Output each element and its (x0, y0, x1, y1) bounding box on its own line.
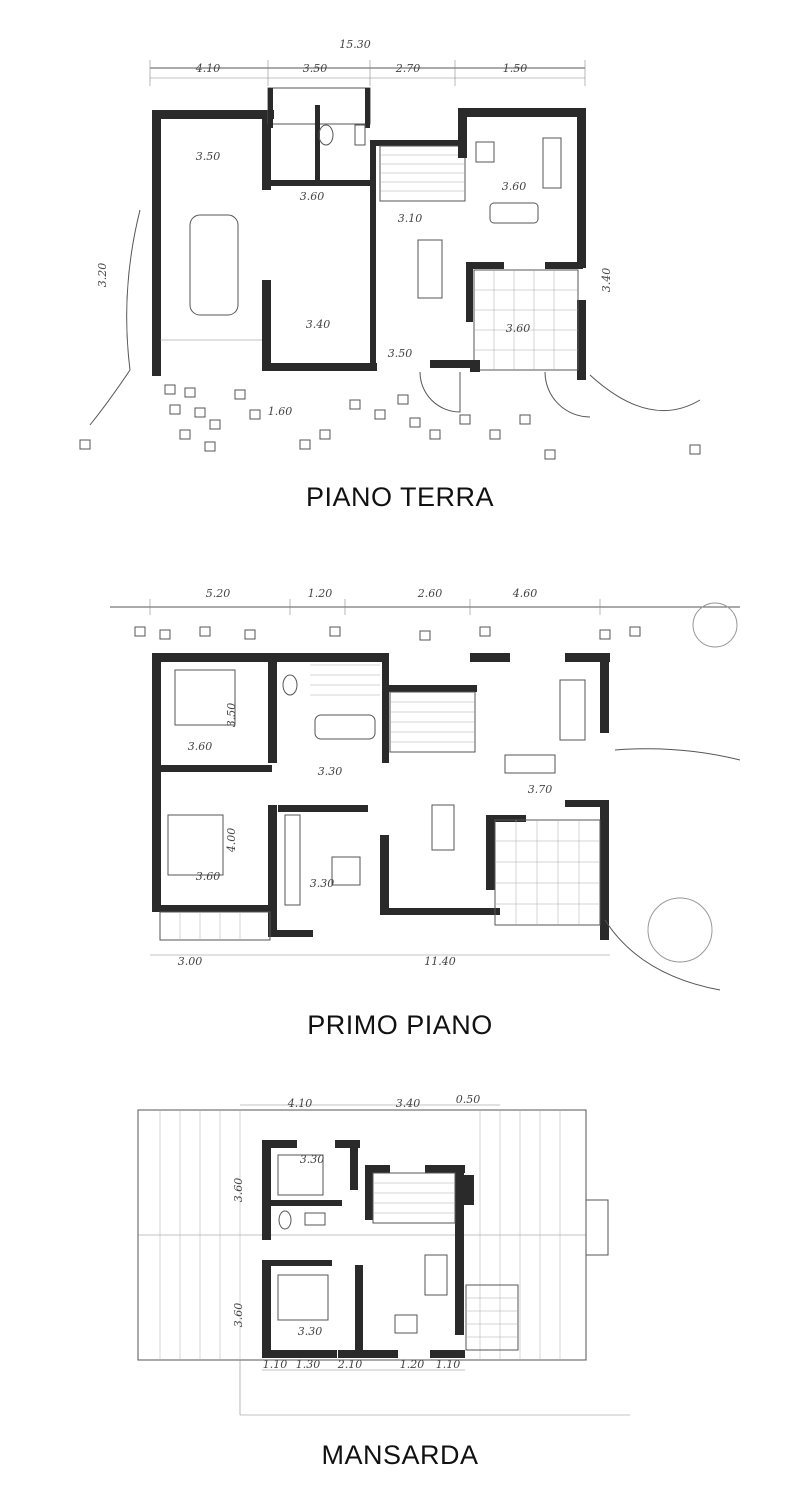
dining-table (417, 239, 443, 299)
cabinet-symbol (542, 137, 562, 189)
dim-b2: 1.30 (296, 1358, 321, 1371)
dim-bottom-r: 11.40 (424, 955, 456, 968)
dim-seg4: 1.50 (503, 62, 528, 75)
dim-room-c: 3.40 (306, 318, 331, 331)
f1-west-wall (152, 653, 161, 911)
terrace-tiles (159, 819, 601, 941)
dim-seg2: 3.50 (303, 62, 328, 75)
attic-terrace (465, 1284, 519, 1351)
dim-side-r: 3.40 (600, 268, 613, 293)
kitchen-table (331, 856, 361, 886)
dim-bed2: 3.60 (196, 870, 221, 883)
attic-sofa (424, 1254, 448, 1296)
dim-room1-h: 3.60 (232, 1178, 245, 1203)
south-wall (262, 363, 377, 371)
garden-path-f1 (614, 748, 741, 761)
dim-garage: 3.50 (196, 150, 221, 163)
attic-table (394, 1314, 418, 1334)
tree-symbol-2 (647, 897, 713, 963)
dim-bed1: 3.60 (188, 740, 213, 753)
sofa-f1-b (504, 754, 556, 774)
dim-walk: 1.60 (268, 405, 293, 418)
dim-bed2-h: 4.00 (225, 828, 238, 854)
dim-f1-seg1: 5.20 (206, 587, 231, 600)
attic-bed-1 (277, 1154, 324, 1196)
garage-west-wall (152, 110, 161, 376)
dim-room2: 3.30 (298, 1325, 323, 1338)
tree-symbol (692, 602, 738, 648)
dim-seg1: 4.10 (195, 62, 221, 75)
kitchen-counter (284, 814, 301, 906)
chimney (460, 1175, 474, 1205)
garden-path (589, 374, 701, 412)
entry-door-swing (419, 371, 461, 413)
dim-patio: 3.60 (506, 322, 531, 335)
dim-b4: 1.20 (400, 1358, 425, 1371)
attic-staircase (372, 1172, 456, 1224)
sink-symbol (354, 124, 366, 146)
wc-symbol (318, 124, 334, 146)
dim-room-b: 3.10 (398, 212, 423, 225)
garage-north-wall (152, 110, 274, 119)
sofa-f1 (559, 679, 586, 741)
bathroom-south-wall (268, 180, 370, 186)
roof-hatching (159, 1110, 561, 1360)
dim-f1-seg2: 1.20 (308, 587, 333, 600)
dim-b3: 2.10 (337, 1358, 363, 1371)
dim-b5: 1.10 (436, 1358, 461, 1371)
dim-hall: 3.30 (318, 765, 343, 778)
staircase-f1 (389, 691, 476, 753)
fireplace-symbol (475, 141, 495, 163)
dim-kitchen: 3.30 (310, 877, 335, 890)
garage-east-wall (262, 110, 271, 190)
car-symbol (189, 214, 239, 316)
dining-table-f1 (431, 804, 455, 851)
dim-top3: 0.50 (456, 1093, 481, 1106)
living-north-wall (458, 108, 586, 117)
garage-east-wall-low (262, 280, 271, 346)
dim-overall: 15.30 (339, 38, 371, 51)
attic-sink (304, 1212, 326, 1226)
dim-room-e: 3.50 (388, 347, 413, 360)
dim-f1-seg4: 4.60 (512, 587, 538, 600)
attic-caption: MANSARDA (321, 1440, 479, 1470)
paving-stones (79, 384, 701, 460)
first-floor-drawing: 5.20 1.20 2.60 4.60 3.60 3.50 3.30 3.60 … (110, 587, 741, 991)
bathtub-symbol (314, 714, 376, 740)
dim-b1: 1.10 (263, 1358, 288, 1371)
dim-side-h: 3.20 (96, 263, 109, 288)
dim-f1-seg3: 2.60 (417, 587, 443, 600)
ground-floor-drawing: 15.30 4.10 3.50 2.70 1.50 3.50 3.60 3.10… (79, 38, 701, 460)
dim-living: 3.70 (528, 783, 553, 796)
dormer-balcony (585, 1199, 609, 1256)
dim-bed1-h: 3.50 (225, 703, 238, 728)
attic-wc (278, 1210, 292, 1230)
dim-room2-h: 3.60 (232, 1303, 245, 1328)
dim-room-d: 3.60 (502, 180, 527, 193)
patio-tiles (473, 269, 579, 371)
dim-room-a: 3.60 (300, 190, 325, 203)
attic-west-wall (262, 1140, 271, 1240)
sofa-symbol (489, 202, 539, 224)
attic-bed-2 (277, 1274, 329, 1321)
bed-2-symbol (167, 814, 224, 876)
attic-drawing: 4.10 3.40 0.50 3.30 3.60 3.30 3.60 (137, 1093, 630, 1416)
staircase (379, 145, 466, 202)
dim-room1: 3.30 (300, 1153, 325, 1166)
dim-seg3: 2.70 (395, 62, 421, 75)
first-floor-caption: PRIMO PIANO (307, 1010, 493, 1040)
dim-top1: 4.10 (287, 1097, 313, 1110)
bed-1-symbol (174, 669, 236, 726)
dim-top2: 3.40 (396, 1097, 421, 1110)
ground-floor-caption: PIANO TERRA (305, 482, 495, 512)
ground-floor-plan: 15.30 4.10 3.50 2.70 1.50 3.50 3.60 3.10… (0, 30, 800, 480)
wc-symbol-f1 (282, 674, 298, 696)
first-floor-plan: 5.20 1.20 2.60 4.60 3.60 3.50 3.30 3.60 … (0, 575, 800, 1005)
attic-plan: 4.10 3.40 0.50 3.30 3.60 3.30 3.60 (0, 1085, 800, 1430)
dim-bottom-l: 3.00 (178, 955, 203, 968)
